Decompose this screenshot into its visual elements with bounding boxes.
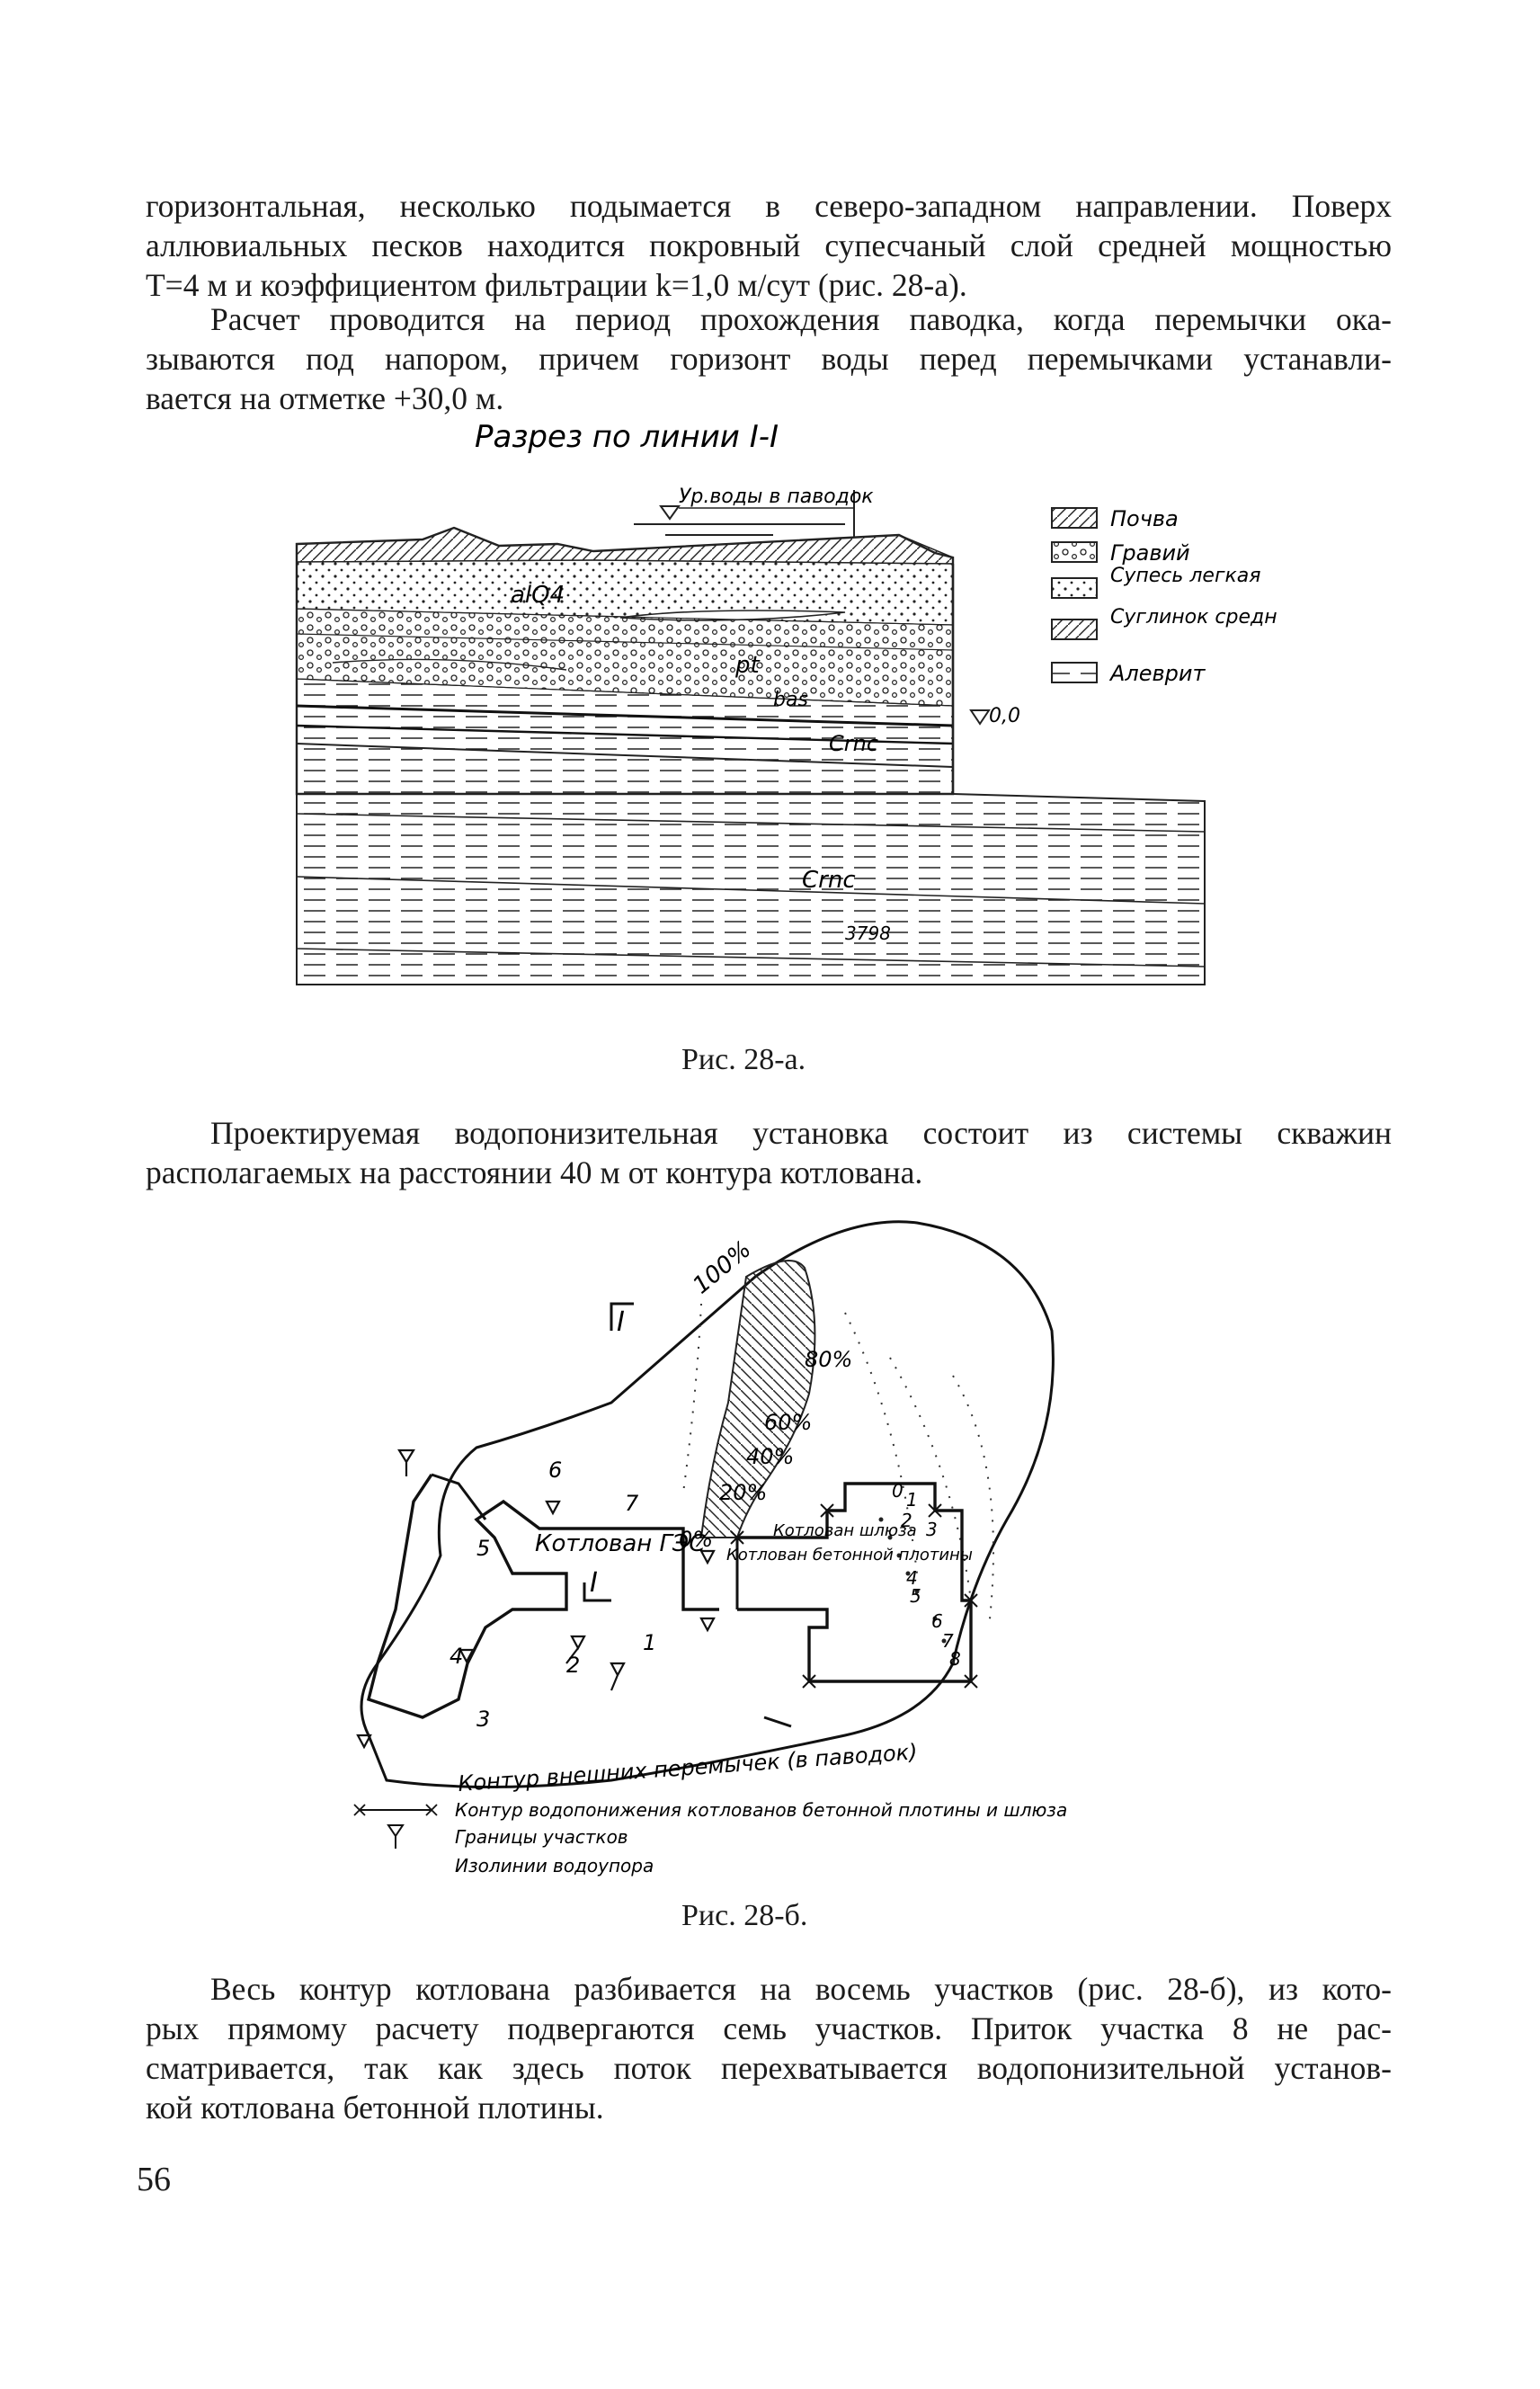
text-line: сматривается, так как здесь поток перехв…: [146, 2050, 1392, 2086]
legend-label: Суглинок средний: [1110, 606, 1277, 628]
section-number: 3: [476, 1707, 490, 1732]
legend-label: Границы участков: [455, 1826, 628, 1848]
ges-pit-outline: [366, 1474, 719, 1719]
section-mark: [610, 1302, 634, 1331]
well-number: 3: [926, 1519, 938, 1540]
pit-label: Котлован ГЭС: [535, 1530, 706, 1557]
figure-a-caption: Рис. 28-а.: [681, 1043, 806, 1076]
zero-mark-label: 0,0: [989, 705, 1020, 727]
text-line: Весь контур котлована разбивается на вос…: [210, 1971, 1392, 2007]
water-level-label: Ур.воды в паводок: [679, 486, 874, 508]
legend-label: Изолинии водоупора: [455, 1855, 654, 1876]
well-number: 1: [906, 1489, 918, 1511]
isoline-label: 0%: [679, 1527, 713, 1552]
well-number: 8: [949, 1648, 961, 1670]
water-level-marker: [659, 505, 681, 521]
well-number: 4: [906, 1567, 918, 1589]
figure-b-plan: I I 100% 80% 60% 40% 20% 0% Котлован ГЭС…: [342, 1196, 1205, 1879]
section-legend: Почва Гравий Супесь легкая Суглинок сред…: [1051, 506, 1277, 686]
section-number: 6: [548, 1457, 562, 1483]
text-line: рых прямому расчету подвергаются семь уч…: [146, 2010, 1392, 2046]
text-line: Расчет проводится на период прохождения …: [210, 301, 1392, 337]
section-number: 2: [566, 1653, 580, 1678]
section-mark: [583, 1582, 611, 1602]
middle-paragraph: Проектируемая водопонизительная установк…: [146, 1113, 1392, 1192]
section-number: 7: [625, 1491, 639, 1516]
plan-legend: Контур водопонижения котлованов бетонной…: [353, 1799, 1067, 1876]
well-number: 2: [901, 1510, 912, 1531]
legend-label: Супесь легкая: [1110, 565, 1261, 587]
text-line: кой котлована бетонной плотины.: [146, 2090, 604, 2126]
section-number: 5: [476, 1536, 490, 1561]
isoline-label: 20%: [719, 1480, 767, 1505]
legend-label: Алеврит: [1108, 661, 1206, 686]
text-line: Проектируемая водопонизительная установк…: [210, 1115, 1392, 1151]
text-line: горизонтальная, несколько подымается в с…: [146, 188, 1392, 224]
layer-label: bas: [773, 689, 808, 711]
text-line: располагаемых на расстоянии 40 м от конт…: [146, 1154, 923, 1190]
text-line: T=4 м и коэффициентом фильтрации k=1,0 м…: [146, 267, 967, 303]
isoline-label: 40%: [746, 1444, 794, 1469]
dewatering-contour: [737, 1482, 973, 1683]
plan-drawing: I I 100% 80% 60% 40% 20% 0% Котлован ГЭС…: [353, 1220, 1067, 1876]
second-paragraph: Расчет проводится на период прохождения …: [146, 299, 1392, 418]
text-line: вается на отметке +30,0 м.: [146, 380, 504, 416]
section-drawing: Разрез по линии I-I Ур.воды в паводок: [295, 419, 1277, 985]
layer-label: alQ4: [511, 582, 565, 609]
well-number: 7: [942, 1630, 954, 1652]
legend-label: Гравий: [1110, 540, 1190, 566]
text-line: аллювиальных песков находится покровный …: [146, 227, 1392, 263]
section-title: Разрез по линии I-I: [475, 419, 779, 455]
bottom-paragraph: Весь контур котлована разбивается на вос…: [146, 1969, 1392, 2127]
svg-text:I: I: [590, 1567, 598, 1599]
layer-label: Crnc: [802, 867, 856, 894]
well-number: 6: [931, 1610, 943, 1632]
top-paragraph: горизонтальная, несколько подымается в с…: [146, 186, 1392, 305]
figure-b-caption: Рис. 28-б.: [681, 1899, 808, 1932]
figure-a-section: Разрез по линии I-I Ур.воды в паводок: [270, 409, 1277, 1003]
svg-text:I: I: [617, 1306, 625, 1338]
pit-label: Котлован шлюза: [773, 1521, 917, 1540]
text-line: зываются под напором, причем горизонт во…: [146, 341, 1392, 377]
layer-label: Crnc: [829, 731, 878, 756]
outer-contour: [360, 1220, 1055, 1788]
section-number: 4: [450, 1644, 463, 1669]
zero-mark-marker: [969, 709, 991, 726]
isoline-label: 60%: [764, 1410, 812, 1435]
outer-contour-label: Контур внешних перемычек (в паводок): [457, 1739, 918, 1796]
isoline-label: 80%: [805, 1347, 852, 1372]
well-number: 0: [892, 1480, 904, 1502]
layer-label: 3798: [845, 923, 891, 944]
well-number: 5: [910, 1585, 921, 1607]
legend-label: Контур водопонижения котлованов бетонной…: [455, 1799, 1067, 1821]
page-number: 56: [137, 2161, 171, 2198]
hatched-zone: [699, 1260, 816, 1538]
section-number: 1: [643, 1630, 656, 1655]
legend-label: Почва: [1110, 506, 1179, 531]
pit-label: Котлован бетонной плотины: [726, 1546, 973, 1564]
layer-label: pt: [734, 652, 761, 679]
